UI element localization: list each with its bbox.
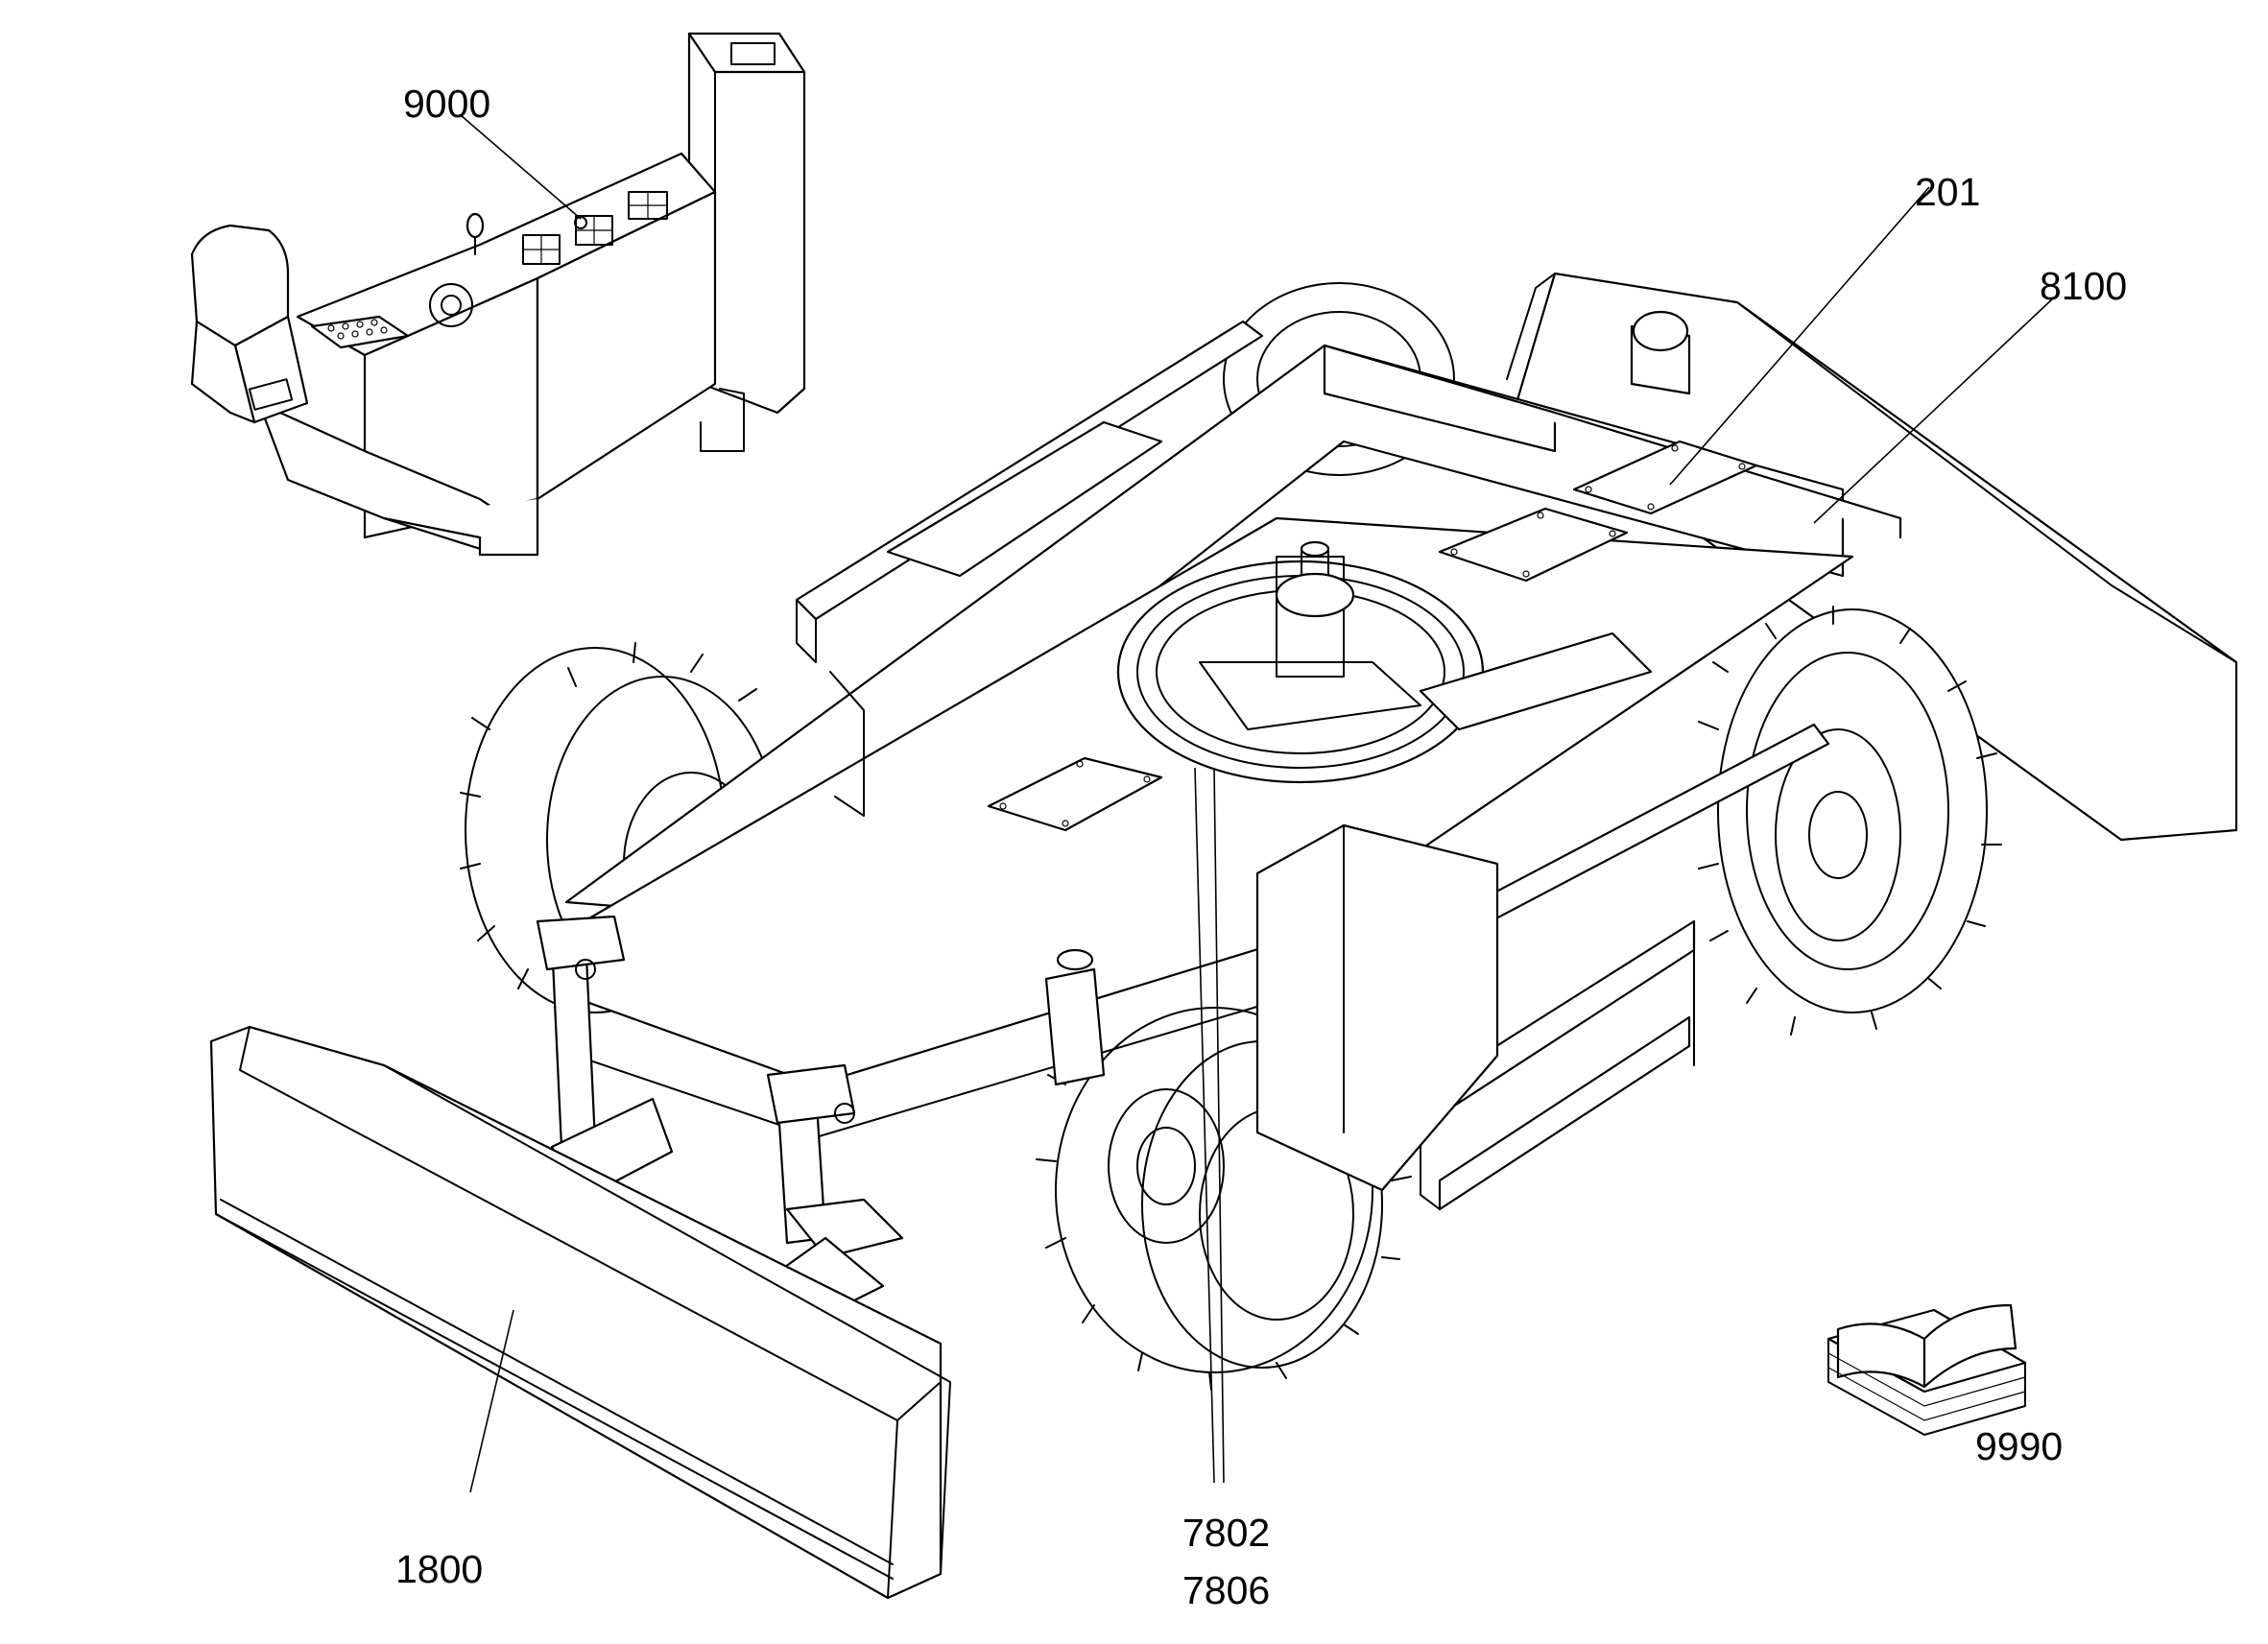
slewing-ring [1116, 540, 1485, 784]
callout-9990: 9990 [1975, 1424, 2064, 1468]
open-book-icon[interactable] [1826, 1303, 2027, 1436]
callout-9000: 9000 [403, 82, 491, 126]
callout-8100: 8100 [2040, 264, 2128, 308]
front-lift-cylinder-left [536, 915, 626, 1149]
front-lift-cylinder-right [766, 1063, 904, 1259]
operator-console-icon[interactable] [190, 32, 806, 557]
callout-201: 201 [1915, 170, 1981, 214]
callout-7802: 7802 [1182, 1511, 1271, 1555]
rear-right-wheel [1693, 606, 2002, 1036]
chassis-frame [460, 272, 2238, 1391]
front-dozer-blade[interactable] [209, 1025, 951, 1600]
callout-7806: 7806 [1182, 1568, 1271, 1612]
callout-1800: 1800 [395, 1547, 484, 1591]
